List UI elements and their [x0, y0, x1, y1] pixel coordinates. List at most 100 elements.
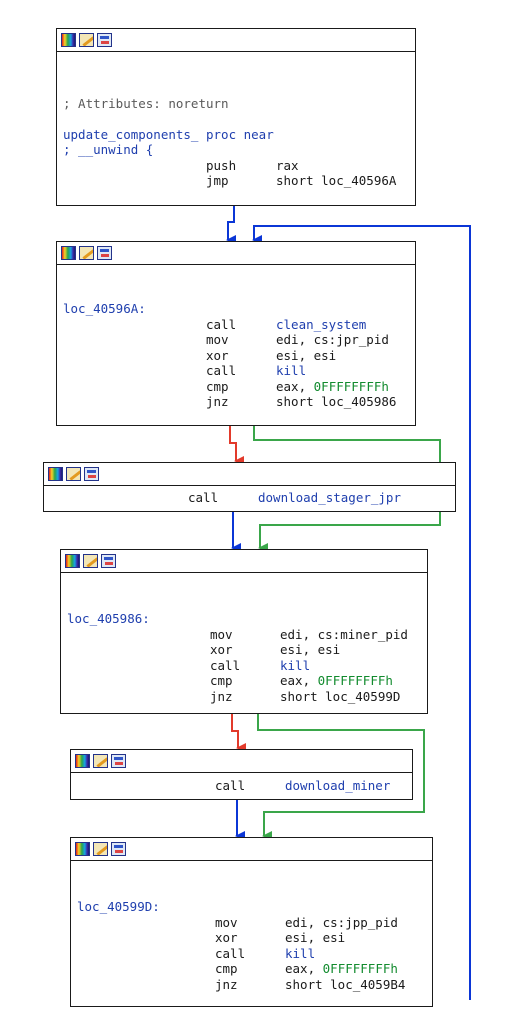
instruction-row[interactable]: call kill [63, 363, 409, 379]
edge-n4-n5 [231, 714, 246, 753]
node-titlebar [71, 750, 412, 773]
operand: clean_system [276, 316, 367, 332]
mnemonic: jmp [206, 173, 229, 188]
graph-view-icon[interactable] [97, 246, 112, 260]
operand: kill [285, 945, 316, 961]
color-palette-icon[interactable] [48, 467, 63, 481]
mnemonic: jnz [206, 394, 229, 409]
location-label[interactable]: loc_405986: [67, 611, 150, 626]
edit-pencil-icon[interactable] [79, 33, 94, 47]
color-palette-icon[interactable] [75, 842, 90, 856]
instruction-row[interactable]: call kill [67, 658, 421, 674]
mnemonic: xor [206, 347, 229, 363]
graph-node-loc-40599D[interactable]: loc_40599D: mov edi, cs:jpp_pid xor esi, e… [70, 837, 433, 1007]
immediate-value: 0FFFFFFFFh [322, 961, 398, 976]
location-label[interactable]: loc_40596A: [63, 301, 146, 316]
edit-pencil-icon[interactable] [79, 246, 94, 260]
operand: esi, esi [276, 347, 337, 363]
instruction-row[interactable]: jnz short loc_4059B4 [77, 977, 426, 993]
operand: esi, esi [280, 642, 341, 657]
operand: edi, cs:miner_pid [280, 626, 408, 642]
instruction-row[interactable]: jnz short loc_405986 [63, 394, 409, 410]
instruction-row[interactable]: call download_stager_jpr [50, 490, 449, 506]
instruction-row[interactable]: mov edi, cs:miner_pid [67, 627, 421, 643]
mnemonic: call [188, 490, 219, 505]
graph-view-icon[interactable] [97, 33, 112, 47]
operand: short loc_405986 [276, 394, 397, 409]
graph-view-icon[interactable] [101, 554, 116, 568]
node-titlebar [57, 29, 415, 52]
mnemonic: call [215, 778, 246, 793]
instruction-row[interactable]: call kill [77, 946, 426, 962]
operand: rax [276, 157, 299, 173]
color-palette-icon[interactable] [61, 246, 76, 260]
graph-view-icon[interactable] [84, 467, 99, 481]
operand: download_stager_jpr [258, 490, 401, 505]
mnemonic: call [206, 363, 237, 378]
mnemonic: cmp [206, 378, 229, 394]
operand: kill [276, 363, 307, 378]
color-palette-icon[interactable] [61, 33, 76, 47]
instruction-row[interactable]: cmp eax, 0FFFFFFFFh [77, 961, 426, 977]
operand: short loc_4059B4 [285, 976, 406, 992]
instruction-row[interactable]: call clean_system [63, 317, 409, 333]
mnemonic: call [206, 316, 237, 332]
operand: edi, cs:jpp_pid [285, 914, 398, 930]
graph-node-download-stager[interactable]: call download_stager_jpr [43, 462, 456, 512]
edge-loop-back [252, 225, 471, 1000]
color-palette-icon[interactable] [75, 754, 90, 768]
edit-pencil-icon[interactable] [83, 554, 98, 568]
graph-node-loc-405986[interactable]: loc_405986: mov edi, cs:miner_pid xor esi,… [60, 549, 428, 714]
mnemonic: mov [215, 914, 238, 930]
comment-line: ; Attributes: noreturn [63, 96, 229, 111]
instruction-row[interactable]: xor esi, esi [67, 642, 421, 658]
mnemonic: jnz [210, 688, 233, 704]
immediate-value: 0FFFFFFFFh [313, 378, 389, 394]
proc-line[interactable]: update_components_ proc near [63, 126, 274, 142]
mnemonic: cmp [210, 673, 233, 688]
immediate-value: 0FFFFFFFFh [317, 673, 393, 688]
graph-node-update-components[interactable]: ; Attributes: noreturn update_components… [56, 28, 416, 206]
location-label[interactable]: loc_40599D: [77, 899, 160, 914]
edge-n2-n3 [229, 426, 244, 466]
operand: eax, [276, 378, 314, 394]
graph-view-icon[interactable] [111, 842, 126, 856]
operand: eax, [285, 961, 323, 976]
operand: short loc_40596A [276, 173, 397, 188]
node-titlebar [44, 463, 455, 486]
edit-pencil-icon[interactable] [93, 842, 108, 856]
edge-n4-n6 [257, 714, 425, 841]
instruction-row[interactable]: cmp eax, 0FFFFFFFFh [63, 379, 409, 395]
operand: short loc_40599D [280, 688, 401, 704]
instruction-row[interactable]: jmp short loc_40596A [63, 173, 409, 189]
unwind-line: ; __unwind { [63, 142, 154, 157]
mnemonic: xor [215, 930, 238, 945]
node-titlebar [71, 838, 432, 861]
operand: esi, esi [285, 930, 346, 945]
color-palette-icon[interactable] [65, 554, 80, 568]
operand: edi, cs:jpr_pid [276, 332, 389, 347]
instruction-row[interactable]: xor esi, esi [77, 930, 426, 946]
mnemonic: call [210, 657, 241, 673]
instruction-row[interactable]: jnz short loc_40599D [67, 689, 421, 705]
operand: kill [280, 657, 311, 673]
edit-pencil-icon[interactable] [66, 467, 81, 481]
instruction-row[interactable]: mov edi, cs:jpp_pid [77, 915, 426, 931]
node-titlebar [61, 550, 427, 573]
mnemonic: mov [210, 626, 233, 642]
instruction-row[interactable]: xor esi, esi [63, 348, 409, 364]
graph-view-icon[interactable] [111, 754, 126, 768]
mnemonic: jnz [215, 976, 238, 992]
mnemonic: xor [210, 642, 233, 657]
mnemonic: cmp [215, 961, 238, 976]
mnemonic: call [215, 945, 246, 961]
edge-n1-n2 [226, 206, 236, 245]
edit-pencil-icon[interactable] [93, 754, 108, 768]
